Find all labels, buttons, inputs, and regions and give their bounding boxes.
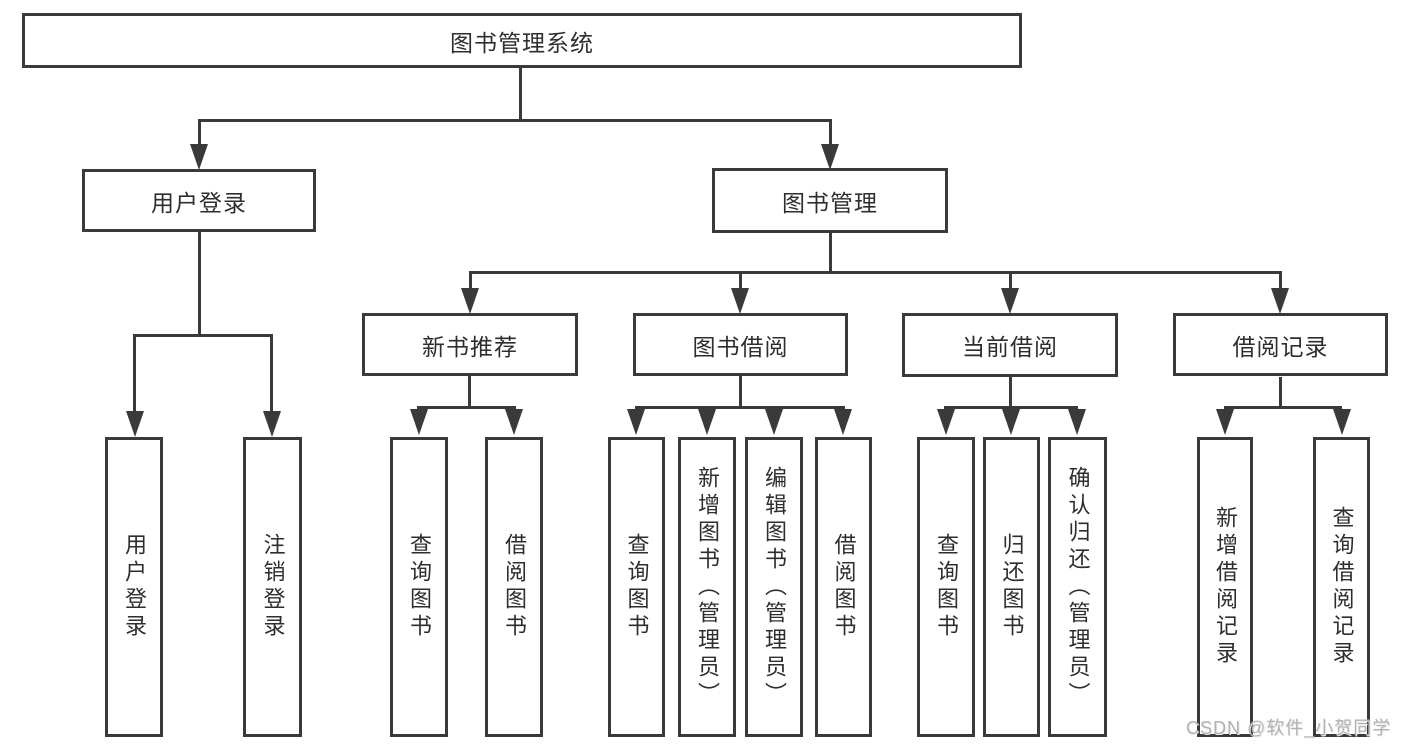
leaf-logout: 注销登录	[243, 437, 302, 737]
arrow-down-icon	[263, 411, 281, 437]
leaf-add-borrow-record: 新增借阅记录	[1197, 437, 1253, 737]
connector-line	[469, 271, 472, 289]
arrow-down-icon	[461, 288, 479, 314]
node-book-management: 图书管理	[712, 168, 948, 233]
connector-line	[198, 119, 832, 122]
arrow-down-icon	[1271, 288, 1289, 314]
connector-line	[270, 334, 273, 412]
arrow-down-icon	[698, 409, 716, 435]
connector-line	[133, 334, 273, 337]
connector-line	[829, 119, 832, 146]
leaf-confirm-return-admin: 确认归还（管理员）	[1048, 437, 1107, 737]
node-label: 图书管理	[782, 189, 878, 216]
connector-line	[1279, 271, 1282, 289]
connector-line	[944, 406, 1078, 409]
node-label: 借阅图书	[831, 533, 857, 641]
arrow-down-icon	[1216, 409, 1234, 435]
arrow-down-icon	[1001, 288, 1019, 314]
leaf-return-books: 归还图书	[983, 437, 1040, 737]
node-label: 查询借阅记录	[1329, 506, 1355, 668]
connector-line	[1224, 406, 1342, 409]
leaf-add-books-admin: 新增图书（管理员）	[678, 437, 736, 737]
leaf-query-books-recommend: 查询图书	[390, 437, 448, 737]
connector-line	[829, 233, 832, 273]
leaf-query-books-borrow: 查询图书	[608, 437, 665, 737]
arrow-down-icon	[126, 411, 144, 437]
arrow-down-icon	[410, 409, 428, 435]
node-label: 借阅图书	[502, 533, 527, 641]
node-label: 当前借阅	[962, 334, 1058, 360]
arrow-down-icon	[505, 409, 523, 435]
csdn-watermark: CSDN @软件_小贺同学	[1186, 718, 1392, 738]
node-label: 查询图书	[624, 533, 650, 641]
node-label: 用户登录	[151, 189, 247, 216]
node-label: 图书管理系统	[450, 29, 594, 56]
node-root-system: 图书管理系统	[22, 13, 1022, 68]
connector-line	[469, 271, 1282, 274]
leaf-borrow-books: 借阅图书	[815, 437, 872, 737]
node-label: 注销登录	[260, 533, 286, 641]
node-label: 新书推荐	[422, 333, 518, 360]
node-label: 编辑图书（管理员）	[762, 465, 787, 709]
node-label: 确认归还（管理员）	[1065, 465, 1091, 709]
node-label: 新增借阅记录	[1213, 506, 1238, 668]
arrow-down-icon	[1002, 409, 1020, 435]
connector-line	[1279, 377, 1282, 409]
node-book-borrow: 图书借阅	[633, 313, 848, 376]
connector-line	[198, 119, 201, 146]
connector-line	[198, 232, 201, 337]
connector-line	[739, 271, 742, 289]
leaf-borrow-books-recommend: 借阅图书	[485, 437, 543, 737]
connector-line	[519, 66, 522, 121]
arrow-down-icon	[190, 144, 208, 170]
node-user-login: 用户登录	[82, 169, 316, 232]
connector-line	[1009, 377, 1012, 409]
arrow-down-icon	[765, 409, 783, 435]
connector-line	[1009, 271, 1012, 289]
arrow-down-icon	[821, 144, 839, 170]
arrow-down-icon	[627, 409, 645, 435]
arrow-down-icon	[1068, 409, 1086, 435]
leaf-edit-books-admin: 编辑图书（管理员）	[745, 437, 803, 737]
connector-line	[635, 406, 845, 409]
leaf-query-borrow-record: 查询借阅记录	[1313, 437, 1370, 737]
node-label: 用户登录	[122, 533, 147, 641]
arrow-down-icon	[937, 409, 955, 435]
node-label: 图书借阅	[692, 333, 789, 360]
node-label: 归还图书	[999, 533, 1025, 641]
node-label: 查询图书	[407, 533, 432, 641]
node-label: 查询图书	[934, 533, 959, 641]
node-new-book-recommend: 新书推荐	[362, 313, 578, 376]
leaf-user-login: 用户登录	[105, 437, 163, 737]
node-current-borrow: 当前借阅	[902, 313, 1118, 377]
connector-line	[468, 376, 471, 409]
node-label: 借阅记录	[1232, 333, 1329, 360]
arrow-down-icon	[731, 288, 749, 314]
arrow-down-icon	[1333, 409, 1351, 435]
node-label: 新增图书（管理员）	[695, 465, 720, 709]
arrow-down-icon	[834, 409, 852, 435]
node-borrow-records: 借阅记录	[1173, 313, 1388, 376]
leaf-query-books-current: 查询图书	[917, 437, 975, 737]
connector-line	[417, 406, 516, 409]
connector-line	[739, 376, 742, 409]
connector-line	[133, 334, 136, 412]
